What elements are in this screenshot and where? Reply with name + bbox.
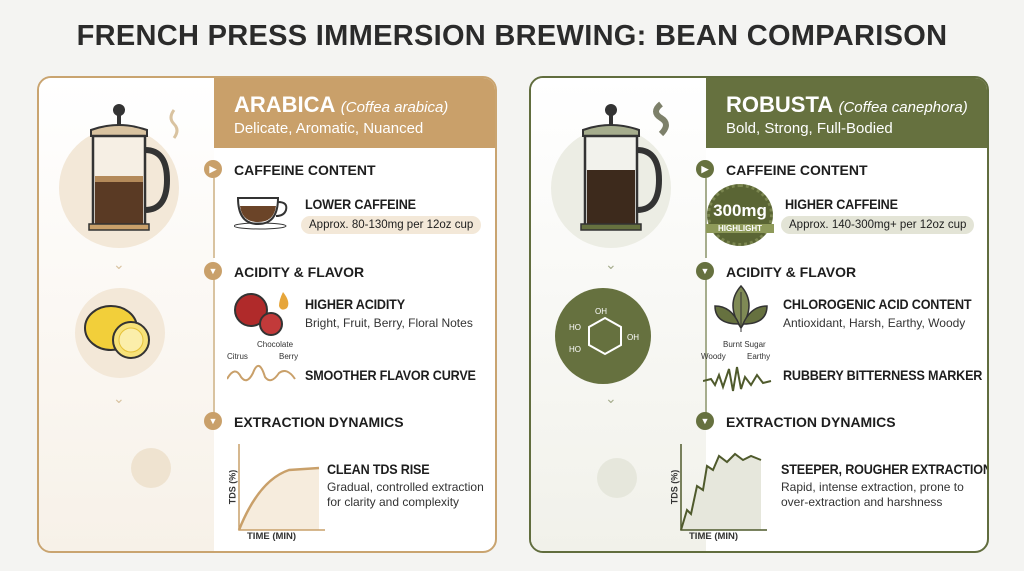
bitterness-curve-icon [703,366,772,392]
bean-name: ARABICA [234,92,335,117]
y-axis-label: TDS (%) [669,469,680,505]
illustration-column: ⌄ OH HO HO OH ⌄ [531,78,706,551]
chlorogenic-acid-molecule-icon [555,288,651,384]
acidity-detail: Bright, Fruit, Berry, Floral Notes [305,316,473,330]
section-caffeine: ▶CAFFEINE CONTENT [696,160,868,178]
extraction-title: STEEPER, ROUGHER EXTRACTION [781,461,989,477]
tagline: Delicate, Aromatic, Nuanced [234,120,424,137]
caffeine-title: HIGHER CAFFEINE [785,196,898,212]
caffeine-detail: Approx. 140-300mg+ per 12oz cup [781,216,975,234]
flavor-label: Chocolate [257,340,294,349]
flavor-label: Berry [279,352,299,361]
latin-name: (Coffea arabica) [340,99,449,116]
robusta-card: ⌄ OH HO HO OH ⌄ ROBUSTA (Coffea canephora) … [529,76,989,553]
coffee-cup-icon [234,197,288,230]
section-caffeine: ▶CAFFEINE CONTENT [204,160,376,178]
acidity-detail: Antioxidant, Harsh, Earthy, Woody [783,316,966,330]
tds-chart [237,444,325,531]
x-axis-label: TIME (MIN) [247,531,297,542]
flavor-curve-title: SMOOTHER FLAVOR CURVE [305,367,476,383]
lemon-icon [84,305,150,359]
section-acidity: ▼ACIDITY & FLAVOR [696,262,856,280]
chevron-down-icon: ⌄ [605,256,617,272]
flavor-label: Citrus [227,352,248,361]
caffeine-title: LOWER CAFFEINE [305,196,416,212]
section-acidity: ▼ACIDITY & FLAVOR [204,262,364,280]
extraction-title: CLEAN TDS RISE [327,461,430,477]
french-press-icon [88,104,179,231]
chevron-down-icon: ⌄ [113,390,125,406]
acidity-title: HIGHER ACIDITY [305,296,405,312]
y-axis-label: TDS (%) [227,469,238,505]
leaf-icon [714,284,768,332]
flavor-curve-icon [227,365,296,382]
tagline: Bold, Strong, Full-Bodied [726,120,893,137]
badge-value: 300mg [713,201,767,220]
acidity-title: CHLOROGENIC ACID CONTENT [783,296,972,312]
caffeine-detail: Approx. 80-130mg per 12oz cup [301,216,482,234]
page-title: FRENCH PRESS IMMERSION BREWING: BEAN COM… [76,20,948,52]
robusta-header: ROBUSTA (Coffea canephora) Bold, Strong,… [706,78,987,148]
svg-text:HO: HO [569,323,581,332]
flavor-label: Earthy [747,352,771,361]
french-press-icon [580,101,669,231]
arabica-card: ⌄ ⌄ ARABICA (Coffea arabica) Delicate, A… [37,76,497,553]
illustration-column: ⌄ ⌄ [39,78,214,551]
berries-icon [234,292,289,336]
bitterness-title: RUBBERY BITTERNESS MARKER [783,367,983,383]
section-extraction: ▼EXTRACTION DYNAMICS [204,412,404,430]
svg-text:OH: OH [595,307,607,316]
flavor-label: Burnt Sugar [723,340,766,349]
chevron-down-icon: ⌄ [113,256,125,272]
badge-label: HIGHLIGHT [706,224,774,233]
flavor-label: Woody [701,352,726,361]
latin-name: (Coffea canephora) [838,99,968,116]
tds-chart [680,444,767,531]
x-axis-label: TIME (MIN) [689,531,739,542]
extraction-detail: Rapid, intense extraction, prone to over… [781,480,964,509]
bean-name: ROBUSTA [726,92,833,117]
arabica-header: ARABICA (Coffea arabica) Delicate, Aroma… [214,78,495,148]
chevron-down-icon: ⌄ [605,390,617,406]
svg-text:HO: HO [569,345,581,354]
extraction-detail: Gradual, controlled extraction for clari… [327,480,484,509]
section-extraction: ▼EXTRACTION DYNAMICS [696,412,896,430]
caffeine-badge: 300mg HIGHLIGHT [706,184,774,246]
svg-text:OH: OH [627,333,639,342]
